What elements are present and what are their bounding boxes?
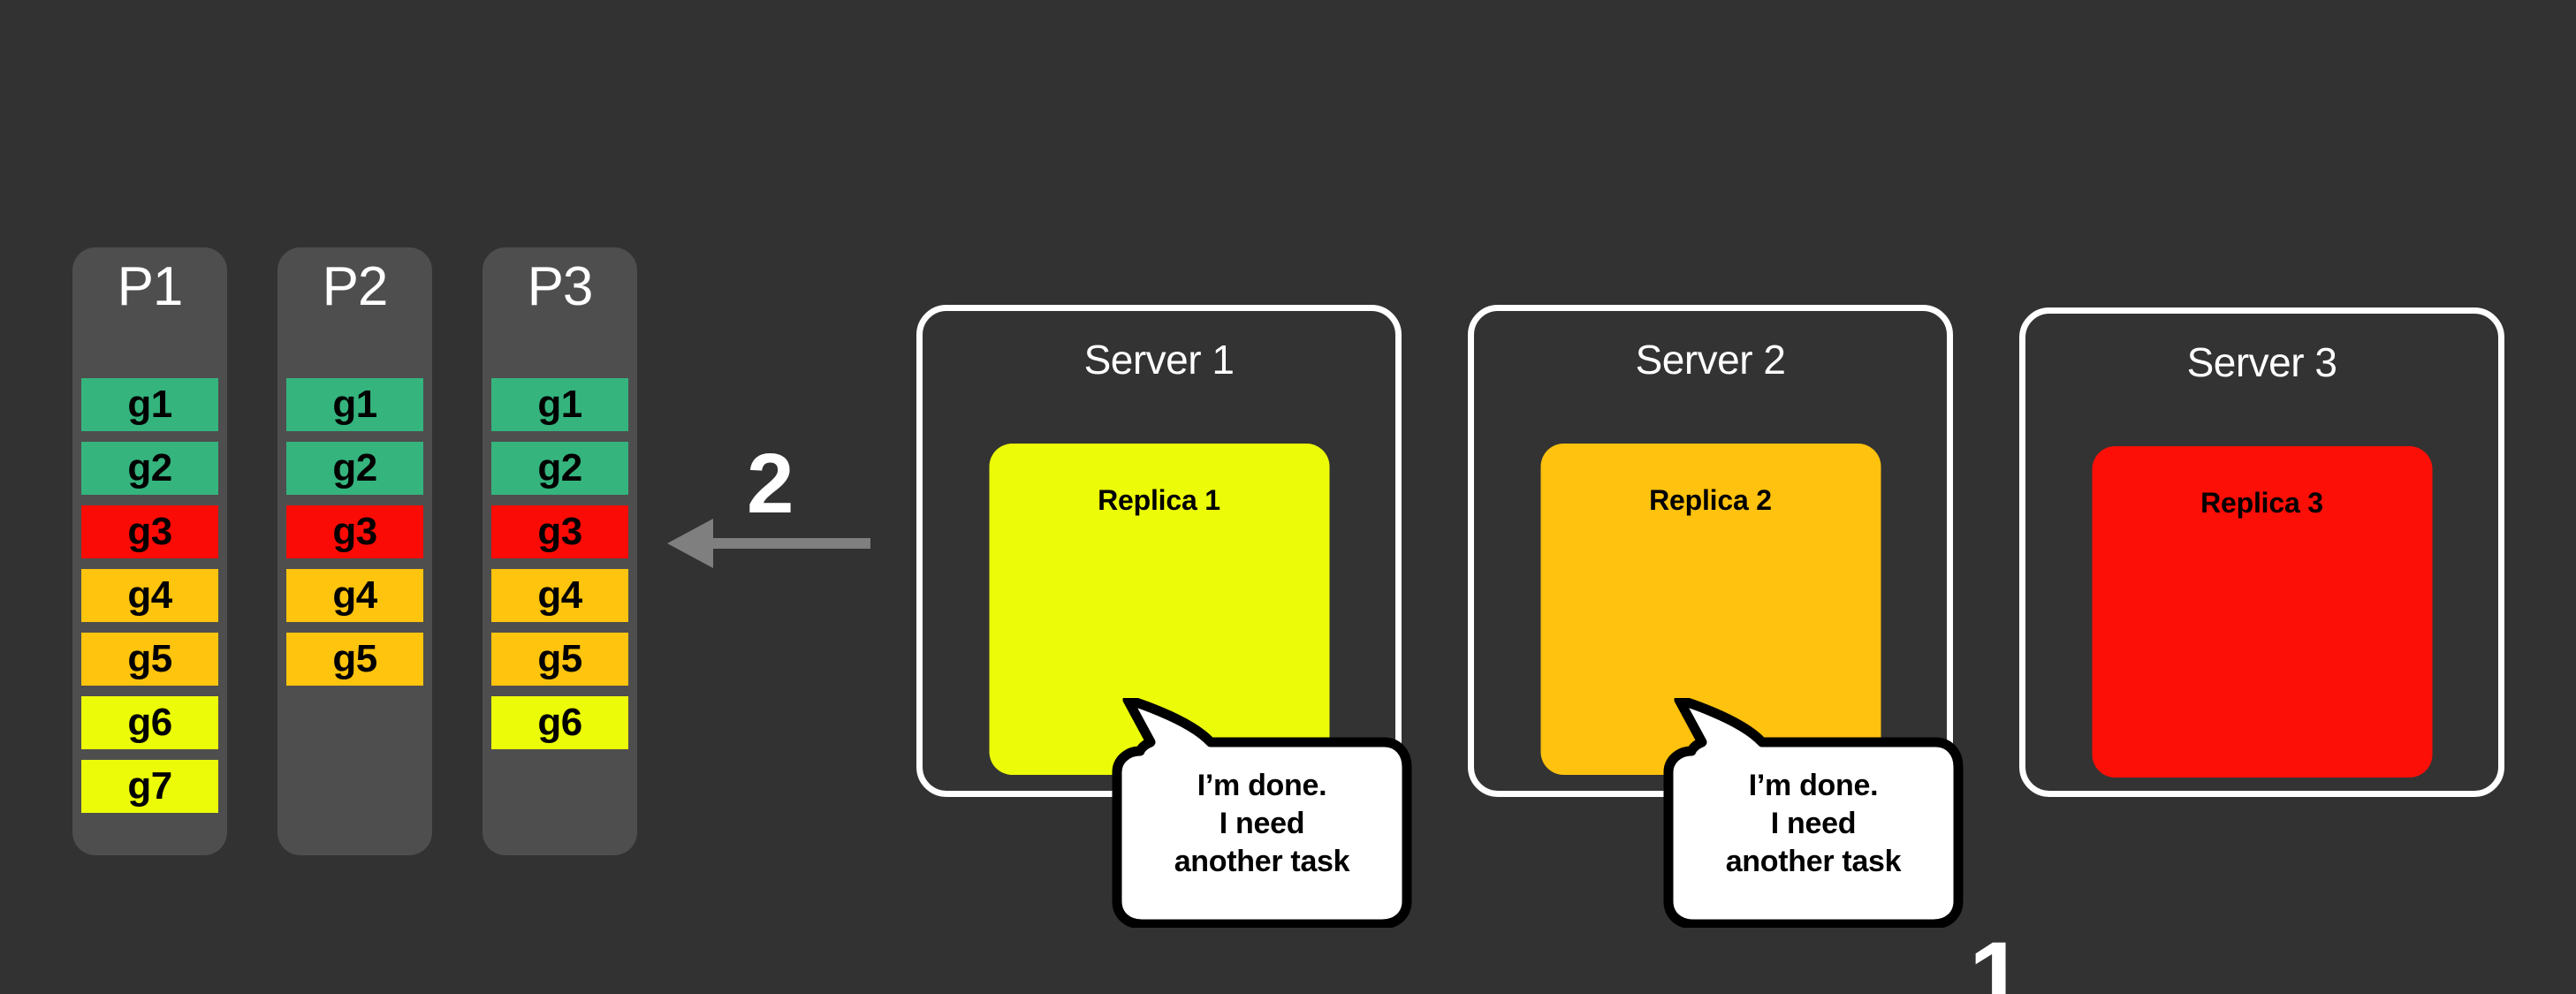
replica-label: Replica 3 [2200,487,2323,519]
server-box-2[interactable]: Server 2 Replica 2 [1468,305,1953,797]
group-block[interactable]: g5 [286,633,423,686]
replica-label: Replica 2 [1649,484,1772,516]
group-block[interactable]: g7 [81,760,218,813]
group-block[interactable]: g5 [491,633,628,686]
group-block[interactable]: g1 [491,378,628,431]
speech-bubble-replica-2: I’m done. I need another task [1663,698,1964,928]
group-block[interactable]: g3 [491,505,628,558]
replica-box-2[interactable]: Replica 2 [1540,444,1881,775]
step-number-2: 2 [747,436,794,531]
speech-bubble-replica-1: I’m done. I need another task [1112,698,1412,928]
replica-label: Replica 1 [1098,484,1220,516]
group-block[interactable]: g6 [491,696,628,749]
partition-column-p2[interactable]: P2 g1 g2 g3 g4 g5 [277,247,432,855]
group-block[interactable]: g6 [81,696,218,749]
server-title: Server 2 [1635,337,1786,383]
replica-box-3[interactable]: Replica 3 [2092,446,2432,778]
partition-column-p3[interactable]: P3 g1 g2 g3 g4 g5 g6 [483,247,637,855]
speech-bubble-text: I’m done. I need another task [1725,769,1902,878]
group-block[interactable]: g2 [81,442,218,495]
speech-bubble-shape [1112,698,1412,928]
server-box-3[interactable]: Server 3 Replica 3 [2019,307,2504,797]
group-block[interactable]: g3 [81,505,218,558]
arrow-left-icon [667,519,870,568]
group-block[interactable]: g4 [81,569,218,622]
server-title: Server 1 [1083,337,1235,383]
server-title: Server 3 [2186,339,2337,385]
step-number-1: 1 [1969,922,2025,994]
group-block[interactable]: g2 [491,442,628,495]
speech-bubble-shape [1663,698,1964,928]
group-block[interactable]: g4 [286,569,423,622]
group-block[interactable]: g1 [81,378,218,431]
partition-title: P3 [527,256,594,317]
group-list-p2: g1 g2 g3 g4 g5 [277,378,432,686]
group-list-p1: g1 g2 g3 g4 g5 g6 g7 [72,378,227,813]
group-block[interactable]: g1 [286,378,423,431]
group-block[interactable]: g4 [491,569,628,622]
group-list-p3: g1 g2 g3 g4 g5 g6 [483,378,637,749]
server-box-1[interactable]: Server 1 Replica 1 [916,305,1402,797]
partition-title: P1 [117,256,184,317]
group-block[interactable]: g3 [286,505,423,558]
group-block[interactable]: g2 [286,442,423,495]
group-block[interactable]: g5 [81,633,218,686]
partition-column-p1[interactable]: P1 g1 g2 g3 g4 g5 g6 g7 [72,247,227,855]
speech-bubble-text: I’m done. I need another task [1174,769,1350,878]
partition-title: P2 [322,256,389,317]
